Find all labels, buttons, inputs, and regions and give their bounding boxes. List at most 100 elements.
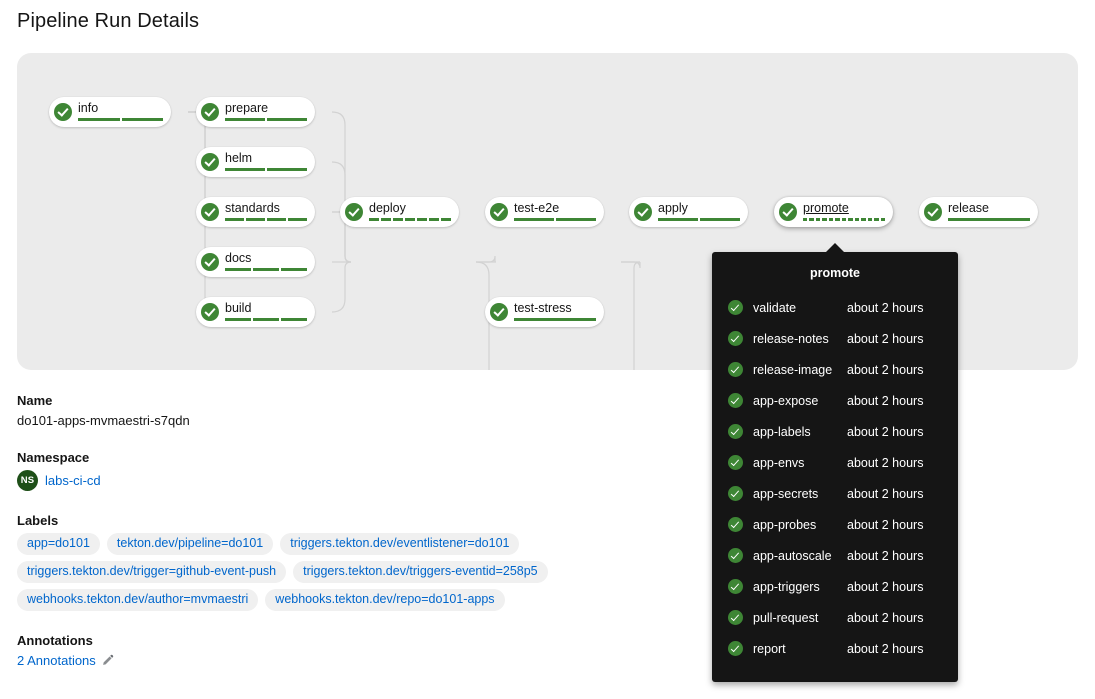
pipeline-node-deploy[interactable]: deploy [340, 197, 459, 227]
node-body: build [225, 297, 315, 327]
node-progress-segment [861, 218, 866, 221]
tooltip-task-name: app-expose [753, 393, 819, 408]
node-progress-segment [267, 168, 307, 171]
tooltip-task-duration: about 2 hours [847, 424, 924, 439]
tooltip-title: promote [810, 266, 860, 280]
node-progress-bar [225, 318, 307, 321]
check-circle-icon [728, 455, 743, 470]
node-progress-segment [225, 318, 251, 321]
label-chip[interactable]: triggers.tekton.dev/trigger=github-event… [17, 561, 287, 583]
label-chip-list: app=do101 tekton.dev/pipeline=do101 trigge… [17, 533, 637, 611]
pipeline-topology-canvas[interactable]: info prepare helm standards docs build deploy t… [17, 53, 1078, 370]
node-progress-segment [225, 268, 251, 271]
node-label: prepare [225, 101, 269, 115]
node-progress-segment [848, 218, 853, 221]
tooltip-task-duration: about 2 hours [847, 300, 924, 315]
check-circle-icon [201, 303, 219, 321]
tooltip-task-duration: about 2 hours [847, 641, 924, 656]
node-progress-segment [514, 318, 596, 321]
node-body: test-e2e [514, 197, 604, 227]
check-circle-icon [728, 424, 743, 439]
node-label: standards [225, 201, 280, 215]
node-body: standards [225, 197, 315, 227]
node-body: info [78, 97, 171, 127]
pipeline-graph: info prepare helm standards docs build deploy t… [17, 53, 1078, 370]
tooltip-task-name: app-triggers [753, 579, 820, 594]
node-progress-segment [225, 118, 265, 121]
node-progress-bar [225, 168, 307, 171]
tooltip-task-name: app-labels [753, 424, 811, 439]
pipeline-node-promote[interactable]: promote [774, 197, 893, 227]
check-circle-icon [728, 548, 743, 563]
check-circle-icon [54, 103, 72, 121]
node-body: deploy [369, 197, 459, 227]
node-progress-bar [514, 318, 596, 321]
pipeline-node-info[interactable]: info [49, 97, 171, 127]
check-circle-icon [201, 153, 219, 171]
node-label: build [225, 301, 252, 315]
node-progress-segment [822, 218, 827, 221]
node-body: prepare [225, 97, 315, 127]
tooltip-task-name: release-image [753, 362, 833, 377]
namespace-link[interactable]: labs-ci-cd [45, 473, 101, 488]
pipeline-node-prepare[interactable]: prepare [196, 97, 315, 127]
name-value: do101-apps-mvmaestri-s7qdn [17, 413, 190, 428]
node-progress-segment [948, 218, 1030, 221]
tooltip-task-duration: about 2 hours [847, 455, 924, 470]
node-progress-segment [225, 218, 244, 221]
pipeline-node-test-stress[interactable]: test-stress [485, 297, 604, 327]
node-progress-segment [288, 218, 307, 221]
node-label: apply [658, 201, 688, 215]
name-label: Name [17, 393, 53, 408]
node-body: test-stress [514, 297, 604, 327]
pipeline-node-release[interactable]: release [919, 197, 1038, 227]
node-progress-bar [78, 118, 163, 121]
node-progress-segment [225, 168, 265, 171]
pipeline-node-standards[interactable]: standards [196, 197, 315, 227]
check-circle-icon [779, 203, 797, 221]
node-progress-segment [835, 218, 840, 221]
node-label: test-e2e [514, 201, 560, 215]
check-circle-icon [201, 103, 219, 121]
label-chip[interactable]: webhooks.tekton.dev/author=mvmaestri [17, 589, 259, 611]
node-progress-segment [841, 218, 847, 221]
pencil-icon[interactable] [101, 654, 114, 667]
tooltip-task-duration: about 2 hours [847, 486, 924, 501]
label-chip[interactable]: app=do101 [17, 533, 100, 555]
tooltip-task-name: app-envs [753, 455, 805, 470]
label-chip[interactable]: webhooks.tekton.dev/repo=do101-apps [265, 589, 505, 611]
pipeline-node-helm[interactable]: helm [196, 147, 315, 177]
node-progress-segment [874, 218, 879, 221]
label-chip[interactable]: tekton.dev/pipeline=do101 [106, 533, 274, 555]
node-progress-segment [417, 218, 427, 221]
node-progress-segment [121, 118, 163, 121]
node-progress-bar [658, 218, 740, 221]
node-progress-bar [803, 218, 886, 221]
label-chip[interactable]: triggers.tekton.dev/eventlistener=do101 [280, 533, 520, 555]
node-progress-bar [225, 118, 307, 121]
tooltip-task-duration: about 2 hours [847, 517, 924, 532]
node-progress-segment [267, 218, 286, 221]
check-circle-icon [201, 203, 219, 221]
pipeline-node-docs[interactable]: docs [196, 247, 315, 277]
node-body: helm [225, 147, 315, 177]
tooltip-task-duration: about 2 hours [847, 393, 924, 408]
node-progress-segment [281, 268, 307, 271]
label-chip[interactable]: triggers.tekton.dev/triggers-eventid=258… [293, 561, 548, 583]
pipeline-node-build[interactable]: build [196, 297, 315, 327]
pipeline-node-apply[interactable]: apply [629, 197, 748, 227]
node-progress-segment [514, 218, 554, 221]
node-progress-segment [815, 218, 821, 221]
node-label: helm [225, 151, 253, 165]
annotations-link[interactable]: 2 Annotations [17, 653, 96, 668]
node-progress-segment [381, 218, 391, 221]
pipeline-node-test-e2e[interactable]: test-e2e [485, 197, 604, 227]
check-circle-icon [728, 486, 743, 501]
